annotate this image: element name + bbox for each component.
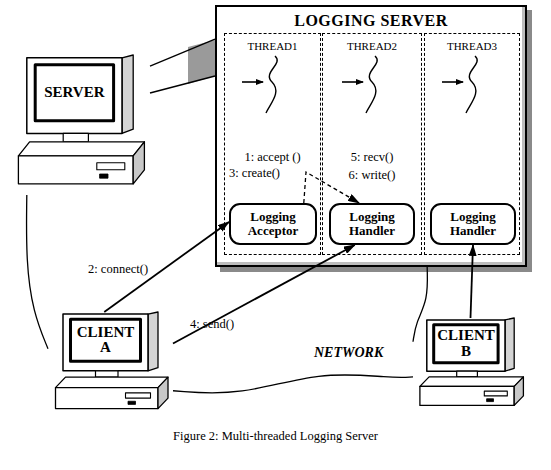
base-front — [18, 156, 133, 184]
figure-caption: Figure 2: Multi-threaded Logging Server — [0, 429, 551, 444]
monitor-screen — [35, 65, 113, 121]
component-box: Logging Acceptor — [229, 203, 317, 245]
drive-slot — [484, 391, 507, 396]
network-wire — [413, 267, 427, 342]
drive-light — [487, 399, 494, 402]
server-title: LOGGING SERVER — [217, 12, 525, 30]
screen-label: CLIENT B — [434, 325, 498, 363]
base-top — [420, 377, 524, 387]
computer-node: CLIENT B — [413, 318, 528, 413]
base-front — [420, 386, 514, 405]
base-side — [158, 377, 168, 409]
monitor-neck — [457, 371, 478, 377]
computer-outline — [10, 55, 150, 195]
thread-column: THREAD3Logging Handler — [424, 33, 520, 255]
computer-node: SERVER — [10, 55, 150, 195]
base-top — [56, 377, 169, 388]
monitor-body — [27, 58, 122, 134]
monitor-neck — [63, 133, 88, 141]
base-front — [56, 388, 159, 409]
thread-column: THREAD2 5: recv() 6: write() Logging Handle… — [322, 33, 422, 255]
screen-label: SERVER — [35, 65, 113, 121]
monitor-body — [427, 320, 505, 371]
network-wire — [150, 39, 215, 66]
network-wire — [173, 375, 413, 393]
drive-light — [128, 401, 136, 404]
thread-name: THREAD3 — [425, 40, 519, 52]
link-wire — [150, 76, 215, 93]
monitor-screen — [71, 319, 141, 361]
server-frame: LOGGING SERVER THREAD1 1: accept () Logging… — [215, 5, 527, 267]
thread-column: THREAD1 1: accept () Logging Acceptor — [224, 33, 321, 255]
monitor-side — [148, 312, 158, 371]
step-call: 5: recv() — [323, 150, 421, 165]
message-arrow — [471, 245, 474, 318]
drive-light — [100, 174, 108, 178]
drive-slot — [97, 163, 125, 170]
message-arrow — [104, 222, 229, 312]
base-top — [18, 142, 144, 156]
step-call: 6: write() — [323, 168, 421, 183]
component-name: Logging Acceptor — [231, 205, 315, 243]
monitor-side — [505, 318, 514, 371]
network-label: NETWORK — [314, 345, 383, 361]
monitor-body — [63, 314, 148, 371]
monitor-screen — [434, 325, 498, 363]
screen-label: CLIENT A — [71, 319, 141, 361]
component-name: Logging Handler — [331, 205, 413, 243]
component-name: Logging Handler — [432, 205, 514, 243]
step-call: 1: accept () — [225, 150, 320, 165]
drive-slot — [126, 393, 151, 398]
computer-node: CLIENT A — [48, 312, 173, 417]
thread-name: THREAD2 — [323, 40, 421, 52]
component-box: Logging Handler — [329, 203, 415, 245]
network-wire — [27, 195, 48, 349]
monitor-neck — [96, 371, 119, 377]
link-shading — [188, 40, 215, 84]
message-label: 2: connect() — [88, 262, 148, 277]
base-side — [514, 377, 523, 406]
base-side — [133, 142, 144, 184]
message-arrow — [173, 245, 355, 344]
message-arrow — [304, 172, 359, 203]
component-box: Logging Handler — [430, 203, 516, 245]
message-label: 4: send() — [190, 317, 234, 332]
monitor-side — [122, 55, 133, 133]
thread-name: THREAD1 — [225, 40, 320, 52]
